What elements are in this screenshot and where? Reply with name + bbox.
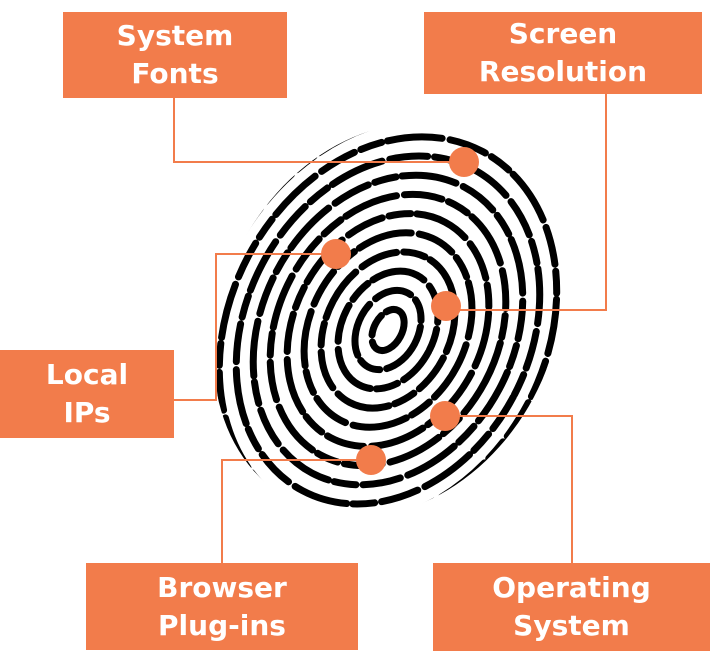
label-system-fonts: System Fonts <box>63 12 287 98</box>
connector-system-fonts <box>173 98 464 163</box>
label-operating-system-line2: System <box>513 609 630 642</box>
marker-local-ips <box>321 239 351 269</box>
marker-system-fonts <box>449 147 479 177</box>
label-local-ips: Local IPs <box>0 350 174 438</box>
label-screen-resolution: Screen Resolution <box>424 12 702 94</box>
label-operating-system-line1: Operating <box>492 571 651 604</box>
label-browser-plugins: Browser Plug-ins <box>86 563 358 650</box>
connector-local-ips <box>174 253 336 401</box>
label-system-fonts-line2: Fonts <box>131 57 219 90</box>
marker-operating-system <box>430 401 460 431</box>
label-browser-plugins-line1: Browser <box>157 570 287 604</box>
marker-screen-resolution <box>431 291 461 321</box>
label-local-ips-line1: Local <box>45 358 129 391</box>
connector-screen-resolution <box>446 94 607 311</box>
label-browser-plugins-line2: Plug-ins <box>158 608 286 642</box>
label-operating-system: Operating System <box>433 563 710 651</box>
label-system-fonts-line1: System <box>116 19 234 52</box>
marker-browser-plugins <box>356 445 386 475</box>
connector-operating-system <box>445 415 573 563</box>
fingerprint-icon <box>181 94 595 566</box>
label-screen-resolution-line2: Resolution <box>478 55 648 88</box>
label-screen-resolution-line1: Screen <box>508 17 618 50</box>
connector-browser-plugins <box>221 459 371 563</box>
label-local-ips-line2: IPs <box>63 396 111 429</box>
